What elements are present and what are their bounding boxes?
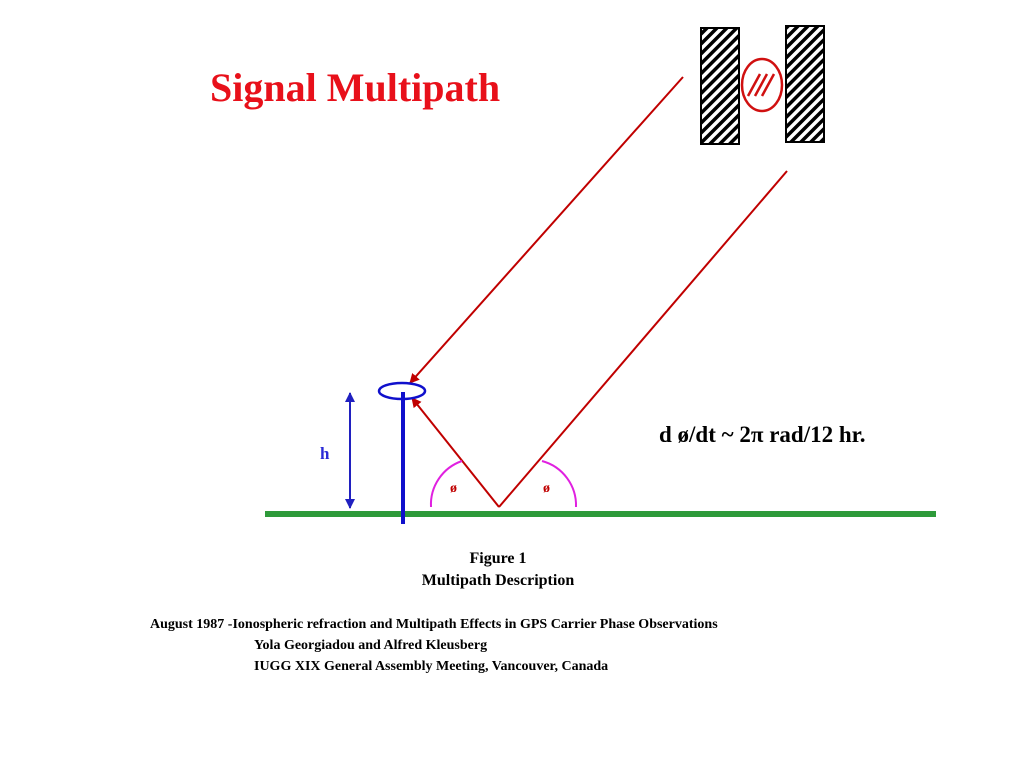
- figure-number: Figure 1: [469, 550, 527, 567]
- figure-caption: Figure 1 Multipath Description: [398, 548, 598, 592]
- angle-label-left: ø: [450, 481, 457, 496]
- satellite-right-panel: [785, 25, 825, 143]
- angle-arc-right: [541, 460, 578, 508]
- height-label: h: [320, 444, 330, 463]
- satellite-icon: [700, 25, 825, 145]
- page-title: Signal Multipath: [210, 65, 501, 110]
- reflected-incoming-ray: [498, 170, 788, 508]
- phase-rate-formula: d ø/dt ~ 2π rad/12 hr.: [659, 422, 866, 447]
- antenna-icon: [377, 381, 427, 524]
- antenna-ring: [377, 381, 427, 401]
- reference-title: August 1987 -Ionospheric refraction and …: [150, 617, 718, 632]
- figure-title: Multipath Description: [421, 572, 575, 589]
- satellite-left-panel: [700, 27, 740, 145]
- reflected-outgoing-ray: [411, 397, 500, 508]
- direct-signal-ray: [409, 76, 684, 384]
- reference-venue: IUGG XIX General Assembly Meeting, Vanco…: [254, 659, 609, 674]
- reference-citation: August 1987 -Ionospheric refraction and …: [150, 614, 718, 677]
- reference-authors: Yola Georgiadou and Alfred Kleusberg: [254, 638, 488, 653]
- angle-label-right: ø: [543, 481, 550, 496]
- angle-arc-left: [429, 460, 463, 508]
